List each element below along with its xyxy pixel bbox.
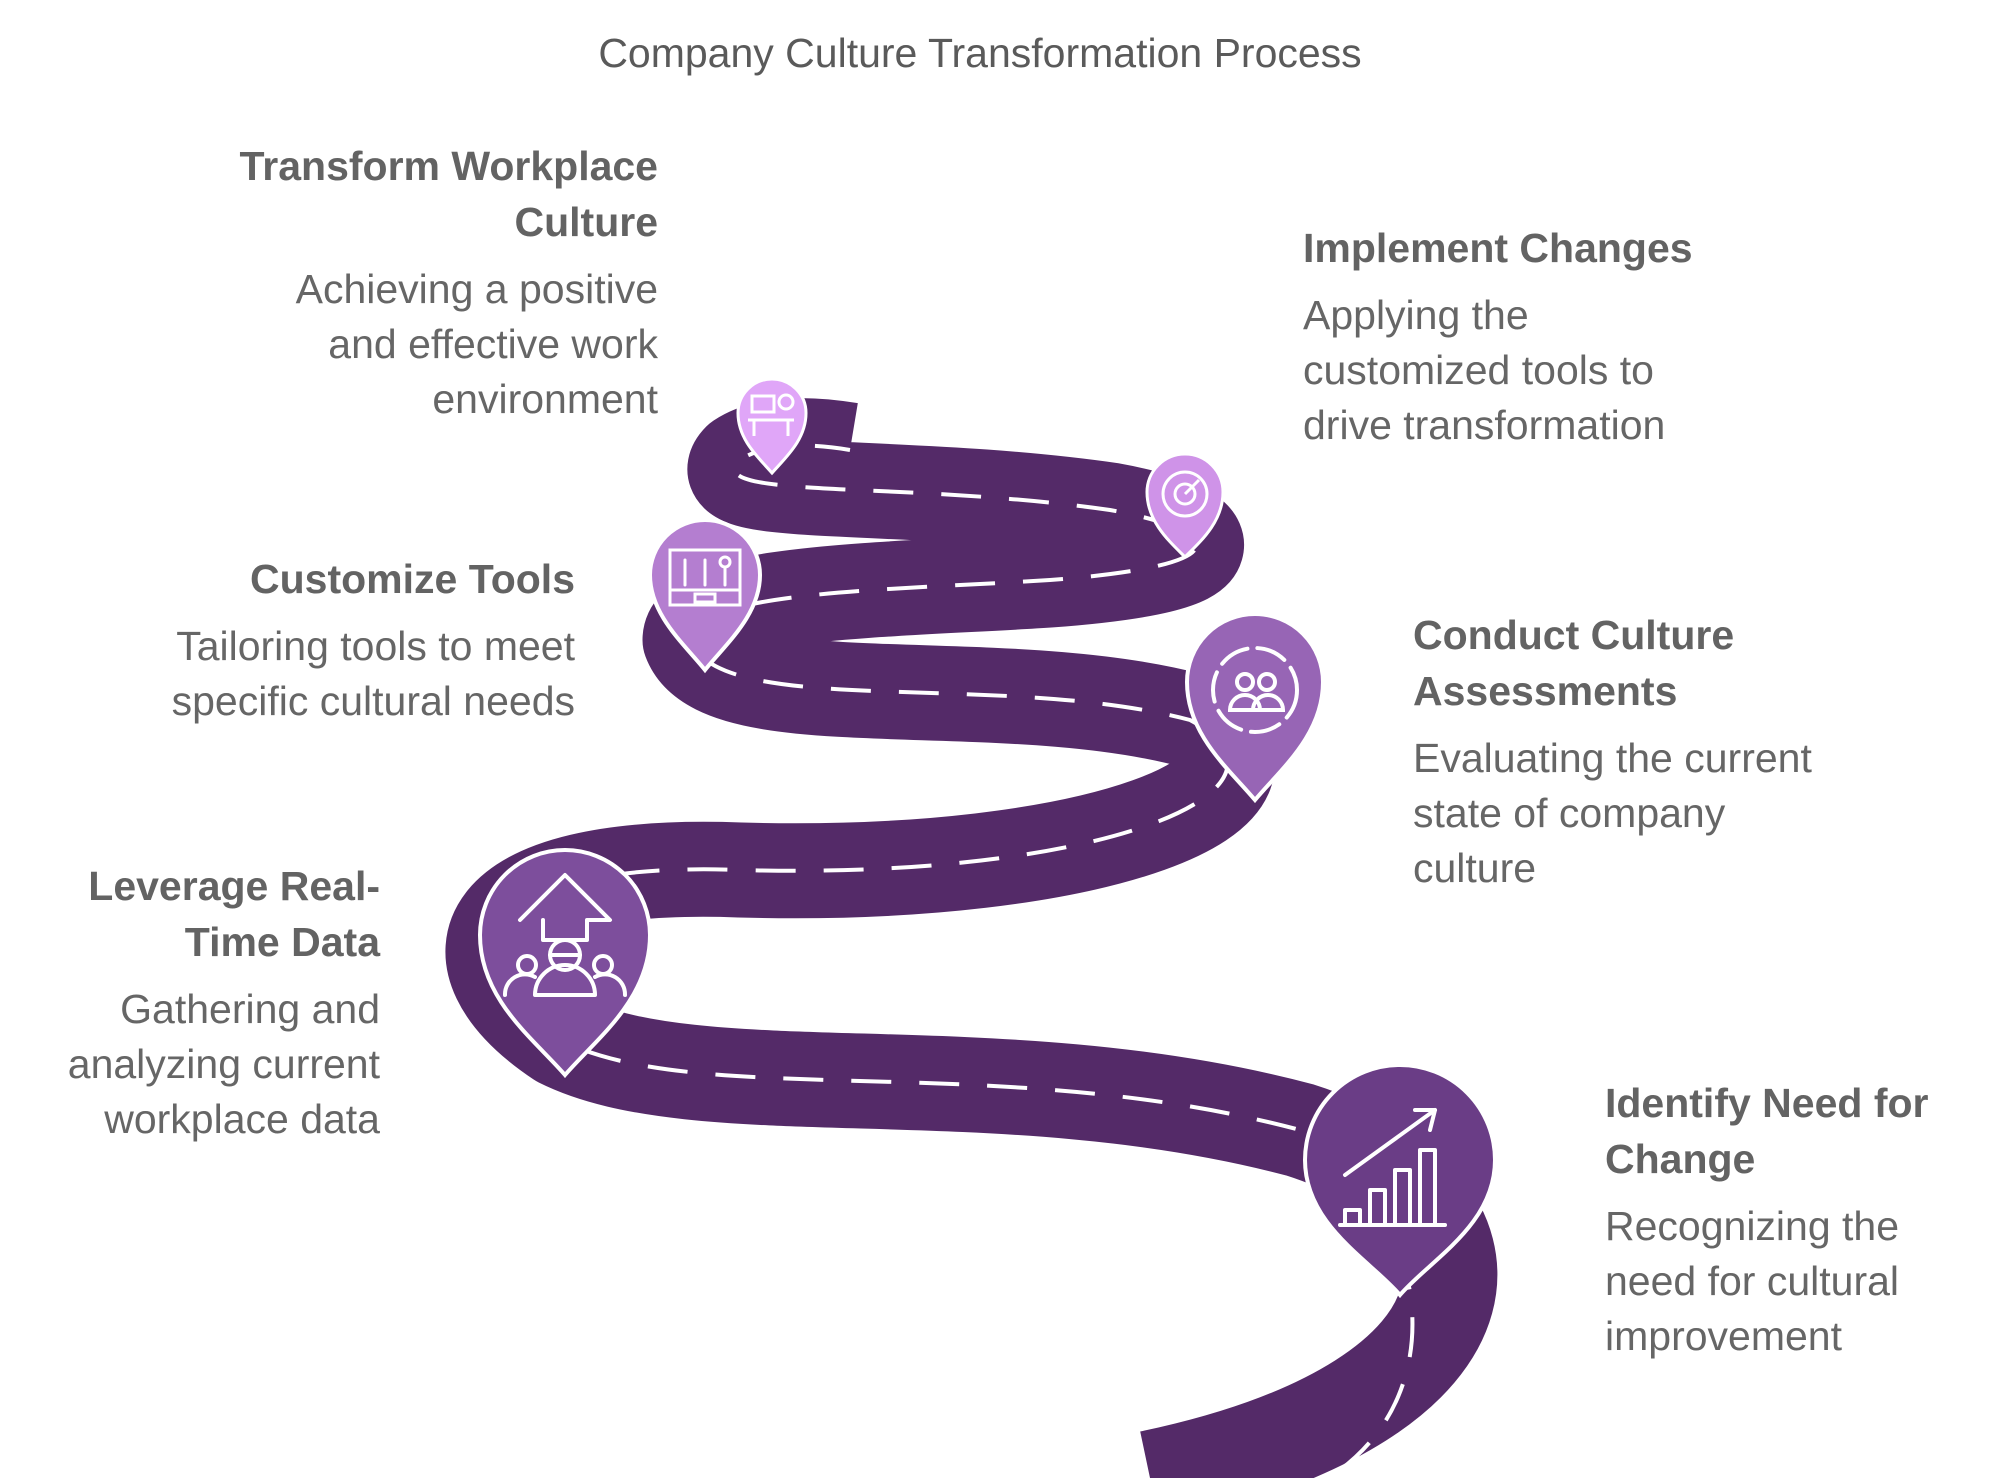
step-description: Applying the customized tools to drive t… xyxy=(1303,292,1666,448)
step-assess: Conduct Culture Assessments Evaluating t… xyxy=(1413,607,1813,896)
step-implement: Implement Changes Applying the customize… xyxy=(1303,220,1723,453)
step-description: Tailoring tools to meet specific cultura… xyxy=(171,623,575,724)
marker-customize xyxy=(647,518,763,674)
growth-chart-icon xyxy=(1338,1108,1447,1227)
step-heading: Identify Need for Change xyxy=(1605,1080,1929,1182)
workspace-icon xyxy=(748,393,795,436)
step-heading: Customize Tools xyxy=(250,556,575,602)
step-description: Recognizing the need for cultural improv… xyxy=(1605,1203,1900,1359)
marker-leverage xyxy=(477,848,653,1079)
step-leverage: Leverage Real-Time Data Gathering and an… xyxy=(20,858,380,1147)
step-identify: Identify Need for Change Recognizing the… xyxy=(1605,1075,1985,1364)
step-heading: Transform Workplace Culture xyxy=(239,143,659,245)
marker-identify xyxy=(1302,1063,1498,1299)
step-description: Gathering and analyzing current workplac… xyxy=(67,986,380,1142)
marker-transform xyxy=(736,377,808,476)
group-assessment-icon xyxy=(1211,646,1299,734)
marker-implement xyxy=(1145,452,1225,560)
target-icon xyxy=(1161,470,1209,518)
marker-assess xyxy=(1184,612,1326,804)
step-heading: Conduct Culture Assessments xyxy=(1413,612,1735,714)
step-heading: Leverage Real-Time Data xyxy=(88,863,380,965)
step-customize: Customize Tools Tailoring tools to meet … xyxy=(120,551,575,729)
toolbox-icon xyxy=(668,548,742,607)
step-description: Achieving a positive and effective work … xyxy=(295,266,658,422)
team-growth-icon xyxy=(502,873,628,997)
step-transform: Transform Workplace Culture Achieving a … xyxy=(220,138,659,427)
step-description: Evaluating the current state of company … xyxy=(1413,735,1812,891)
road-dashes xyxy=(491,443,1415,1472)
diagram-title: Company Culture Transformation Process xyxy=(598,30,1362,76)
step-heading: Implement Changes xyxy=(1303,225,1693,271)
